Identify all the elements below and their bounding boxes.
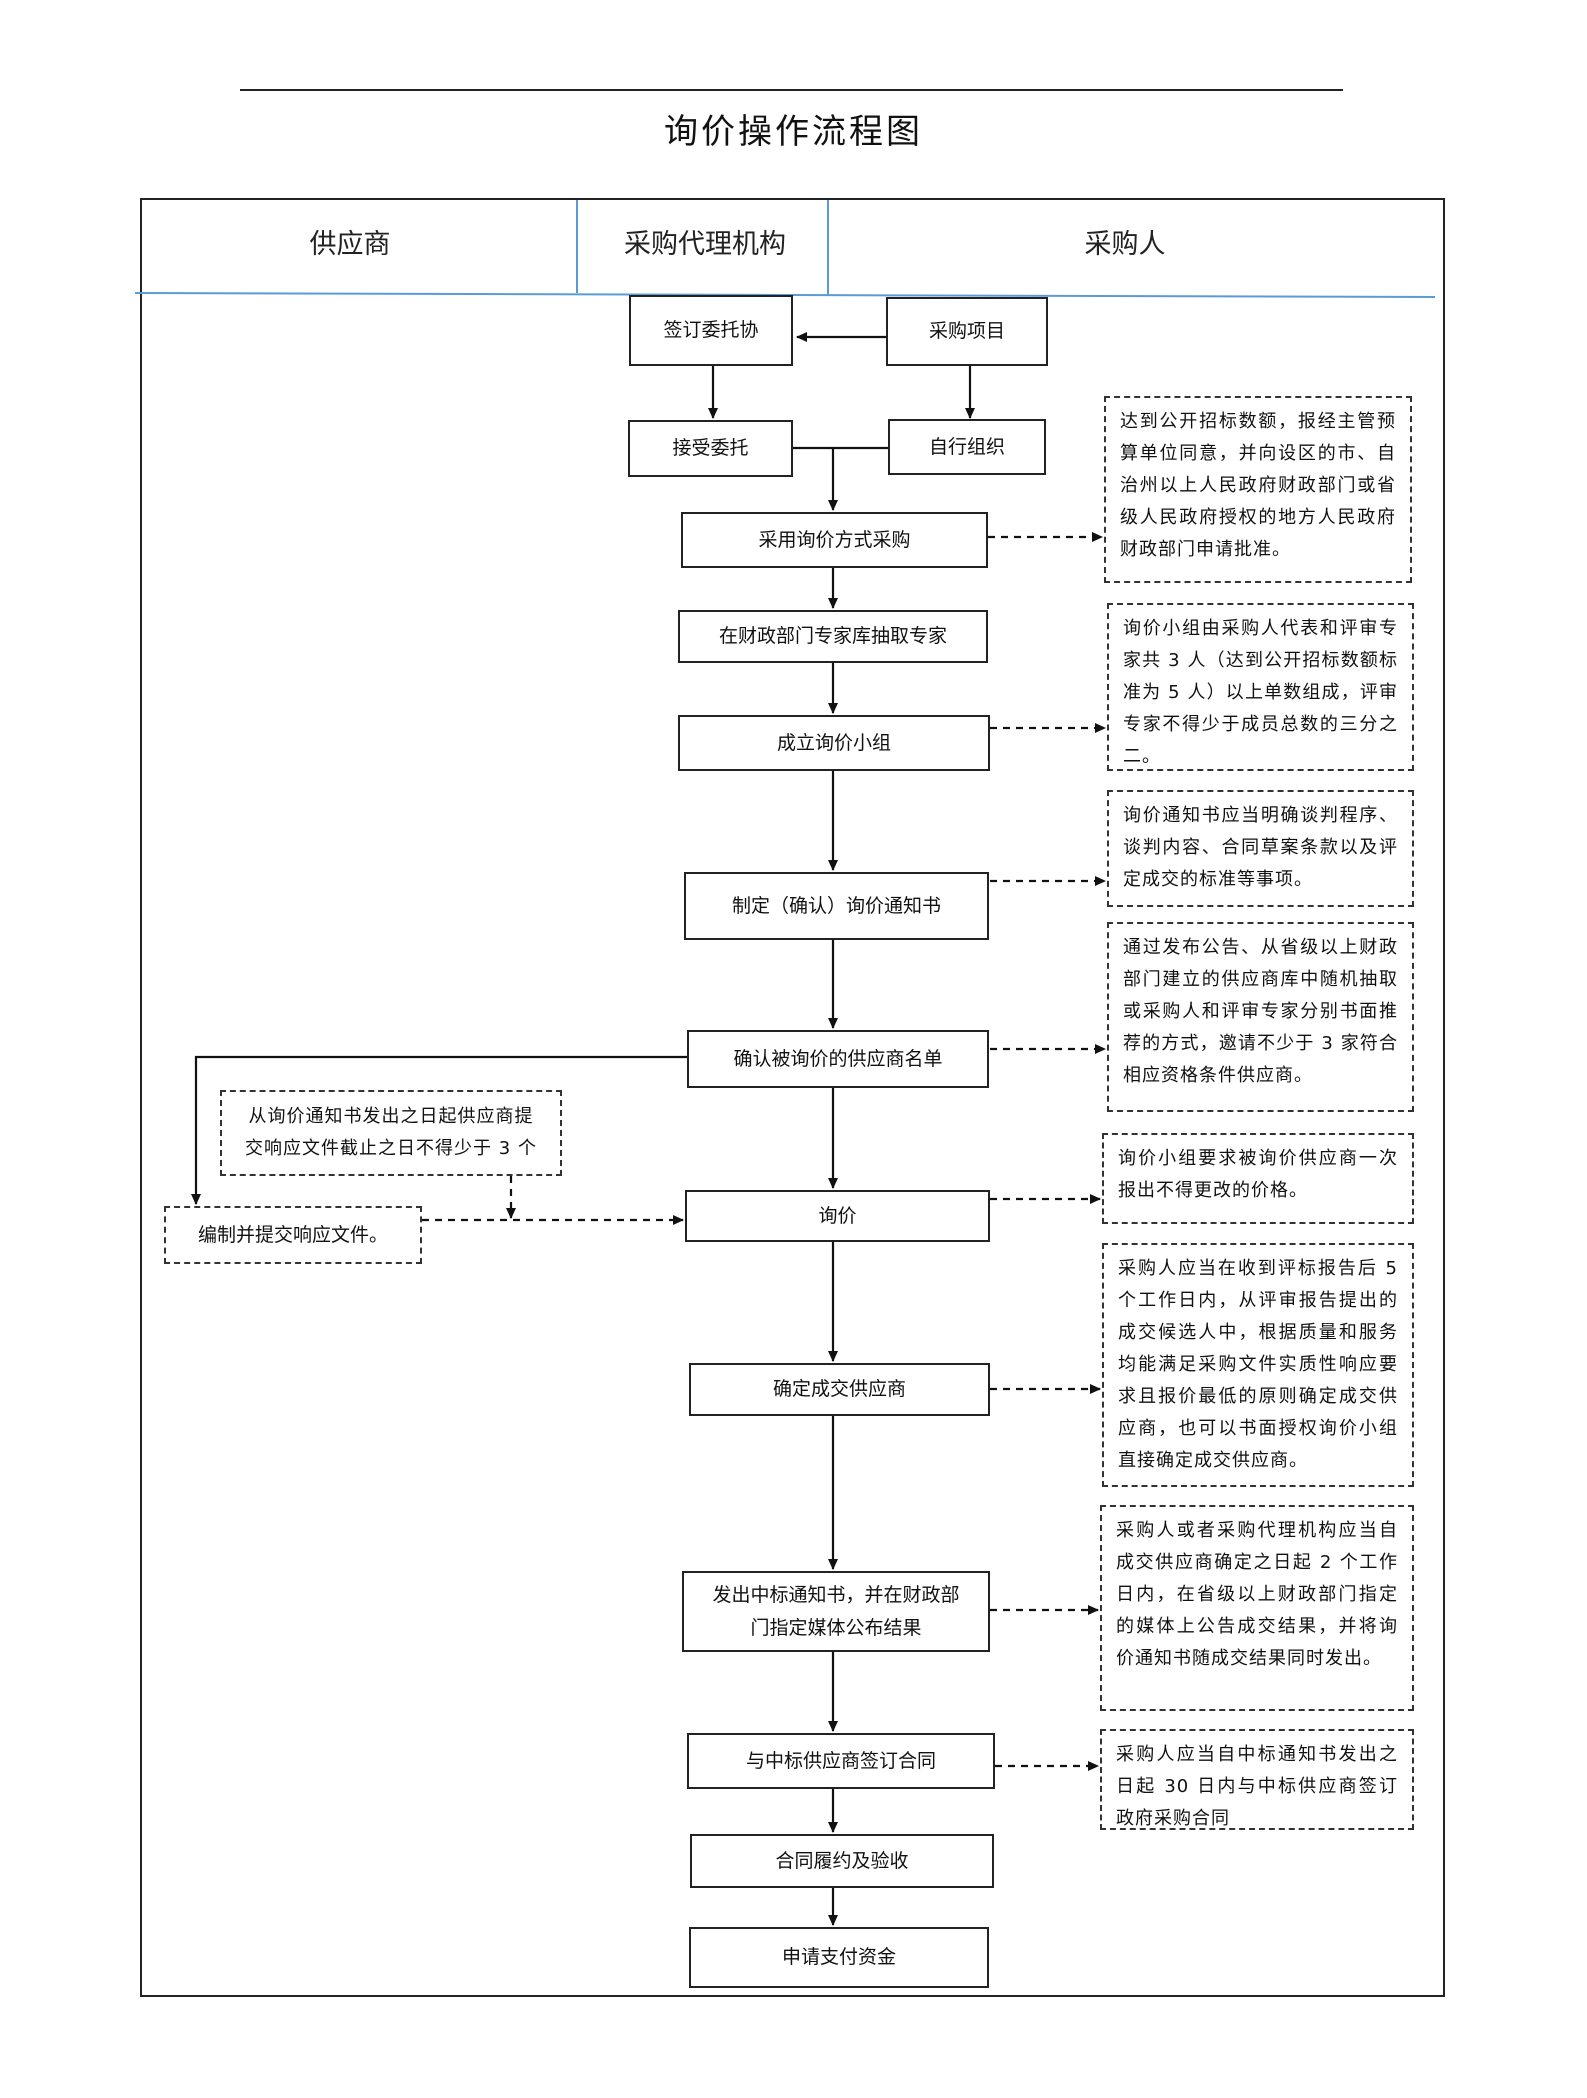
page-title: 询价操作流程图	[664, 112, 923, 152]
top-rule	[240, 89, 1343, 91]
step-issue-notice-line1: 发出中标通知书，并在财政部	[712, 1583, 960, 1606]
step-inquiry: 询价	[685, 1190, 990, 1242]
step-sign-contract: 与中标供应商签订合同	[687, 1733, 995, 1789]
flowchart-frame	[140, 198, 1445, 1997]
lane-header-purchaser: 采购人	[1084, 229, 1166, 260]
step-purchase-project: 采购项目	[886, 297, 1048, 366]
deadline-note-line2: 交响应文件截止之日不得少于 3 个	[245, 1138, 537, 1159]
step-prepare-response: 编制并提交响应文件。	[164, 1206, 422, 1264]
step-sign-entrust: 签订委托协	[629, 295, 793, 366]
lane-header-supplier: 供应商	[309, 229, 391, 260]
step-self-organize: 自行组织	[888, 419, 1046, 475]
step-perform-accept: 合同履约及验收	[690, 1834, 994, 1888]
step-accept-entrust: 接受委托	[628, 420, 793, 477]
arrow-suppliers-to-response	[191, 1055, 687, 1205]
note-price: 询价小组要求被询价供应商一次报出不得更改的价格。	[1102, 1133, 1414, 1224]
note-suppliers: 通过发布公告、从省级以上财政部门建立的供应商库中随机抽取或采购人和评审专家分别书…	[1107, 922, 1414, 1112]
note-determine: 采购人应当在收到评标报告后 5 个工作日内，从评审报告提出的成交候选人中，根据质…	[1102, 1243, 1414, 1487]
step-draw-experts: 在财政部门专家库抽取专家	[678, 610, 988, 663]
deadline-note-line1: 从询价通知书发出之日起供应商提	[248, 1106, 534, 1127]
note-approval: 达到公开招标数额，报经主管预算单位同意，并向设区的市、自治州以上人民政府财政部门…	[1104, 396, 1412, 583]
step-apply-payment: 申请支付资金	[689, 1927, 989, 1988]
note-contract: 采购人应当自中标通知书发出之日起 30 日内与中标供应商签订政府采购合同	[1100, 1729, 1414, 1830]
step-issue-notice-line2: 门指定媒体公布结果	[750, 1616, 922, 1639]
deadline-note: 从询价通知书发出之日起供应商提 交响应文件截止之日不得少于 3 个	[220, 1090, 562, 1176]
step-determine-supplier: 确定成交供应商	[689, 1363, 990, 1416]
note-publish: 采购人或者采购代理机构应当自成交供应商确定之日起 2 个工作日内，在省级以上财政…	[1100, 1505, 1414, 1711]
step-form-group: 成立询价小组	[678, 715, 990, 771]
step-use-inquiry: 采用询价方式采购	[681, 512, 988, 568]
note-group: 询价小组由采购人代表和评审专家共 3 人（达到公开招标数额标准为 5 人）以上单…	[1107, 603, 1414, 771]
note-notice: 询价通知书应当明确谈判程序、谈判内容、合同草案条款以及评定成交的标准等事项。	[1107, 790, 1414, 907]
step-make-notice: 制定（确认）询价通知书	[684, 872, 989, 940]
lane-header-agency: 采购代理机构	[624, 229, 786, 260]
step-confirm-suppliers: 确认被询价的供应商名单	[687, 1030, 989, 1088]
step-issue-notice: 发出中标通知书，并在财政部 门指定媒体公布结果	[682, 1571, 990, 1652]
